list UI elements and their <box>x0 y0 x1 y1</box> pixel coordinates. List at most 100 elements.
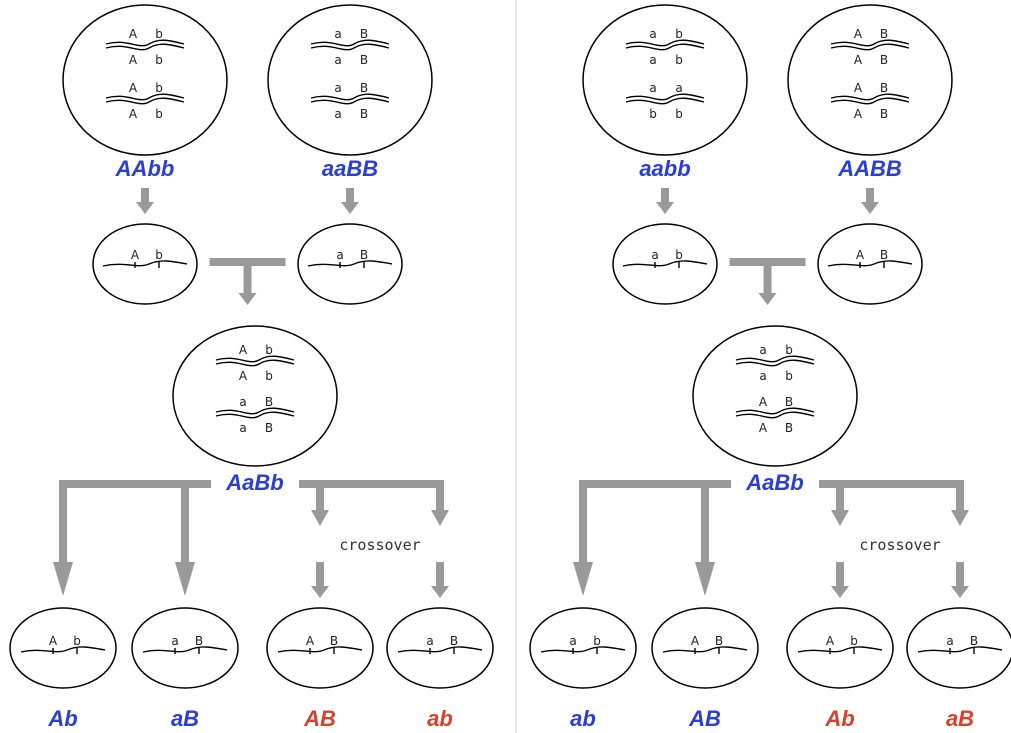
chromosome-strand <box>310 39 390 47</box>
gamete-genotype-label: ab <box>570 706 596 731</box>
allele-label: A <box>129 107 138 121</box>
chromosome-strand <box>310 97 390 105</box>
allele-label: A <box>306 634 315 648</box>
chromosome-strand <box>540 646 626 653</box>
allele-label: B <box>880 248 888 262</box>
allele-label: a <box>336 248 343 262</box>
allele-label: b <box>265 343 273 357</box>
allele-label: b <box>155 27 163 41</box>
gamete-cell <box>529 607 637 689</box>
chromosome-strand <box>215 359 295 367</box>
gamete-genotype-label: Ab <box>47 706 77 731</box>
allele-label: b <box>155 248 163 262</box>
branch-arrow <box>299 480 444 512</box>
chromosome-strand <box>735 407 815 415</box>
allele-label: a <box>334 53 341 67</box>
allele-label: A <box>854 27 863 41</box>
allele-label: b <box>155 53 163 67</box>
gamete-cell <box>9 607 117 689</box>
allele-label: b <box>675 107 683 121</box>
allele-label: A <box>759 395 768 409</box>
gamete-genotype-label: aB <box>171 706 199 731</box>
chromosome-strand <box>215 355 295 363</box>
arrow-head <box>656 202 674 214</box>
parent-cell <box>787 4 953 156</box>
parent-genotype-label: AAbb <box>115 156 175 181</box>
parent-cell <box>62 4 228 156</box>
chromosome-strand <box>830 39 910 47</box>
arrow-head <box>238 293 257 305</box>
allele-label: b <box>155 81 163 95</box>
arrow-head <box>136 202 154 214</box>
allele-label: B <box>265 395 273 409</box>
allele-label: A <box>239 343 248 357</box>
f1-cell <box>172 325 338 467</box>
allele-label: b <box>675 53 683 67</box>
chromosome-strand <box>102 260 188 267</box>
arrow-head <box>573 562 593 596</box>
chromosome-strand <box>307 260 393 267</box>
allele-label: b <box>73 634 81 648</box>
allele-label: A <box>854 81 863 95</box>
allele-label: a <box>649 53 656 67</box>
allele-label: b <box>675 27 683 41</box>
allele-label: B <box>450 634 458 648</box>
arrow-head <box>831 510 849 526</box>
parent-gamete-cell <box>612 223 718 305</box>
chromosome-strand <box>662 646 748 653</box>
chromosome-strand <box>105 97 185 105</box>
allele-label: a <box>651 248 658 262</box>
parent-genotype-label: AABB <box>837 156 902 181</box>
chromosome-strand <box>827 260 913 267</box>
allele-label: b <box>785 343 793 357</box>
arrow-head <box>341 202 359 214</box>
allele-label: B <box>360 53 368 67</box>
allele-label: a <box>759 343 766 357</box>
parent-gamete-cell <box>297 223 403 305</box>
chromosome-strand <box>105 43 185 51</box>
allele-label: b <box>593 634 601 648</box>
allele-label: B <box>360 81 368 95</box>
allele-label: A <box>759 421 768 435</box>
crossover-label: crossover <box>339 536 420 554</box>
chromosome-strand <box>625 39 705 47</box>
gamete-cell <box>266 607 374 689</box>
chromosome-strand <box>830 93 910 101</box>
allele-label: A <box>856 248 865 262</box>
parent-cell <box>582 4 748 156</box>
chromosome-strand <box>622 260 708 267</box>
allele-label: a <box>334 107 341 121</box>
allele-label: B <box>785 421 793 435</box>
chromosome-strand <box>310 43 390 51</box>
allele-label: B <box>880 81 888 95</box>
allele-label: B <box>360 27 368 41</box>
gamete-cell <box>786 607 894 689</box>
allele-label: a <box>569 634 576 648</box>
allele-label: B <box>970 634 978 648</box>
allele-label: b <box>850 634 858 648</box>
gamete-cell <box>651 607 759 689</box>
allele-label: b <box>155 107 163 121</box>
parent-cell <box>267 4 433 156</box>
allele-label: a <box>675 81 682 95</box>
chromosome-strand <box>625 43 705 51</box>
arrow-head <box>431 510 449 526</box>
chromosome-strand <box>830 97 910 105</box>
gamete-cell <box>906 607 1011 689</box>
arrow-head <box>53 562 73 596</box>
allele-label: B <box>715 634 723 648</box>
gamete-genotype-label: Ab <box>824 706 854 731</box>
allele-label: a <box>649 81 656 95</box>
allele-label: B <box>785 395 793 409</box>
allele-label: b <box>265 369 273 383</box>
allele-label: A <box>239 369 248 383</box>
crossover-label: crossover <box>859 536 940 554</box>
arrow-head <box>951 510 969 526</box>
arrow-head <box>758 293 777 305</box>
arrow-head <box>311 586 329 598</box>
parent-gamete-cell <box>817 223 923 305</box>
parent-genotype-label: aabb <box>639 156 690 181</box>
allele-label: a <box>649 27 656 41</box>
